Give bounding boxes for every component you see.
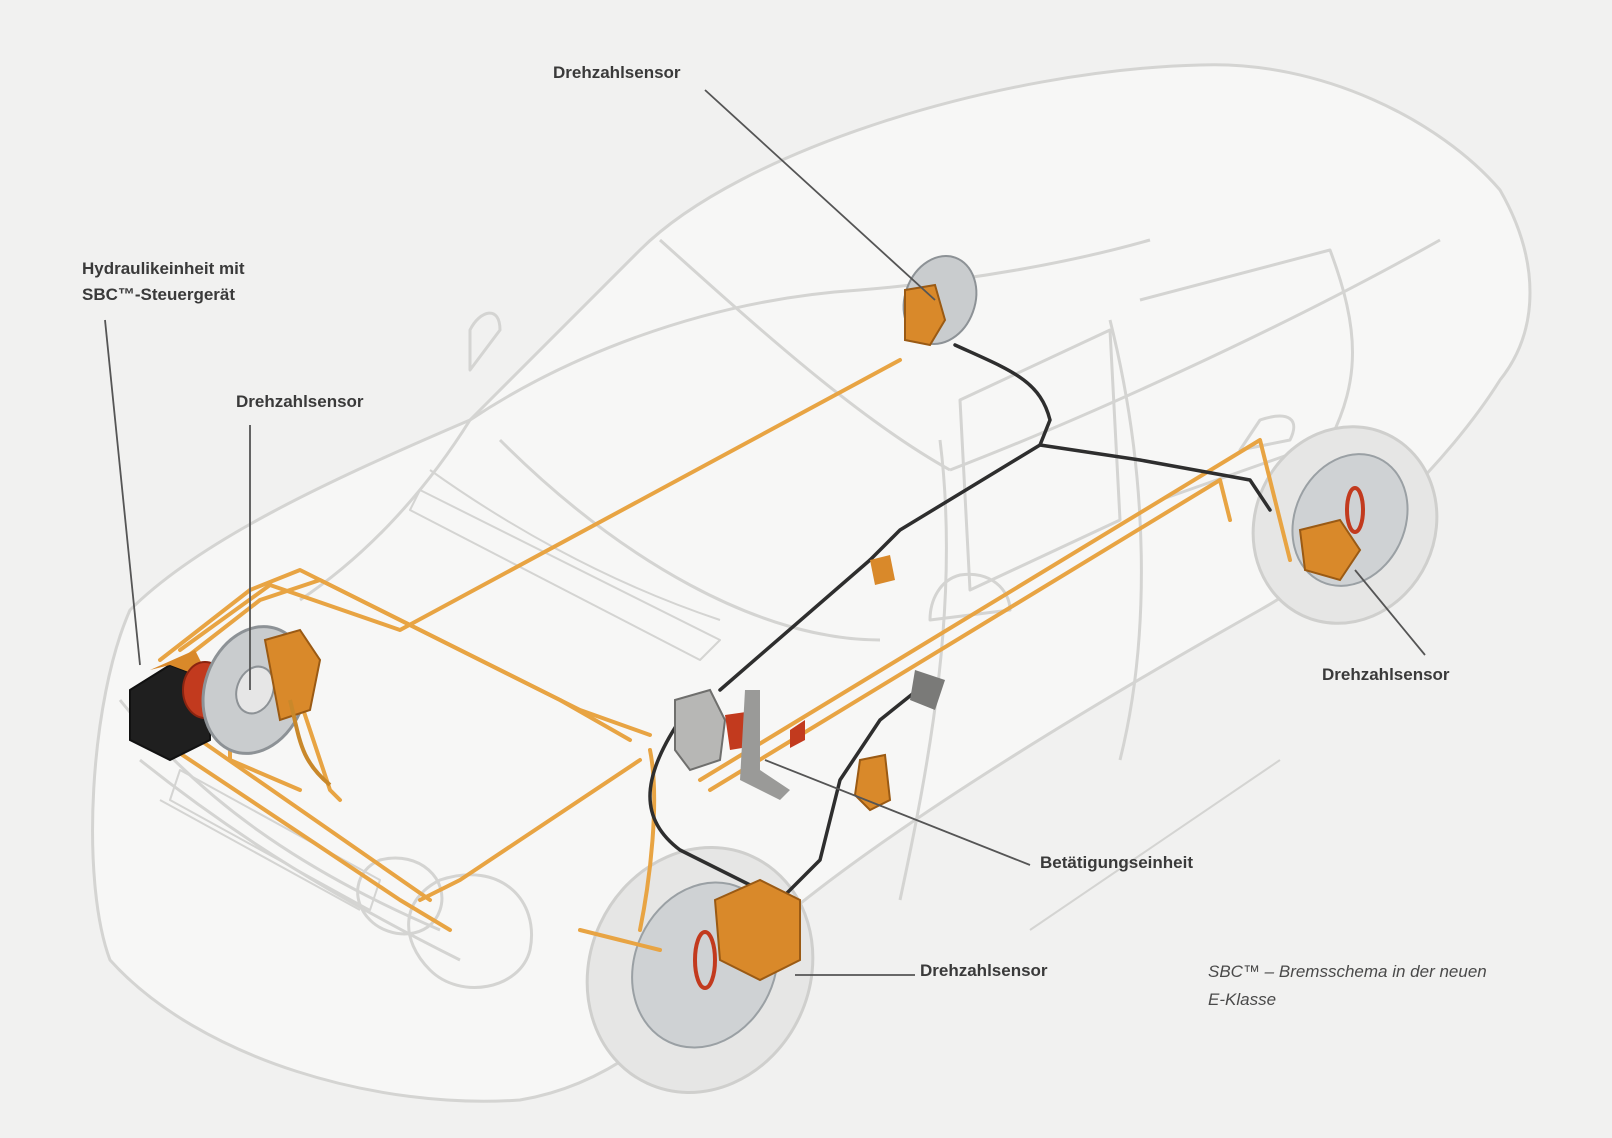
leader-lines: [104, 89, 1426, 976]
hydraulic-unit-label-line2: SBC™-Steuergerät: [82, 285, 236, 304]
actuation-unit: [674, 688, 805, 800]
speed-sensor-top-label: Drehzahlsensor: [553, 63, 681, 82]
figure-caption: SBC™ – Bremsschema in der neuen E-Klasse: [1208, 958, 1487, 1014]
hydraulic-unit-label: Hydraulikeinheit mit SBC™-Steuergerät: [82, 256, 244, 308]
brake-disc-front-left: [201, 625, 332, 787]
speed-sensor-front-left-label: Drehzahlsensor: [236, 392, 364, 411]
actuation-unit-label: Betätigungseinheit: [1040, 853, 1194, 872]
brake-caliper-rear-right: [1298, 486, 1365, 582]
figure-caption-line1: SBC™ – Bremsschema in der neuen: [1208, 962, 1487, 981]
speed-sensor-rear-right-label: Drehzahlsensor: [1322, 665, 1450, 684]
sensor-cables: [648, 343, 1272, 902]
figure-caption-line2: E-Klasse: [1208, 990, 1277, 1009]
brake-caliper-front-right: [693, 878, 801, 990]
brake-lines: [148, 358, 1292, 952]
hydraulic-unit-label-line1: Hydraulikeinheit mit: [82, 259, 245, 278]
car-outline: [91, 63, 1532, 1103]
brake-pedal-assembly: [853, 555, 945, 812]
speed-sensor-front-right-label: Drehzahlsensor: [920, 961, 1048, 980]
